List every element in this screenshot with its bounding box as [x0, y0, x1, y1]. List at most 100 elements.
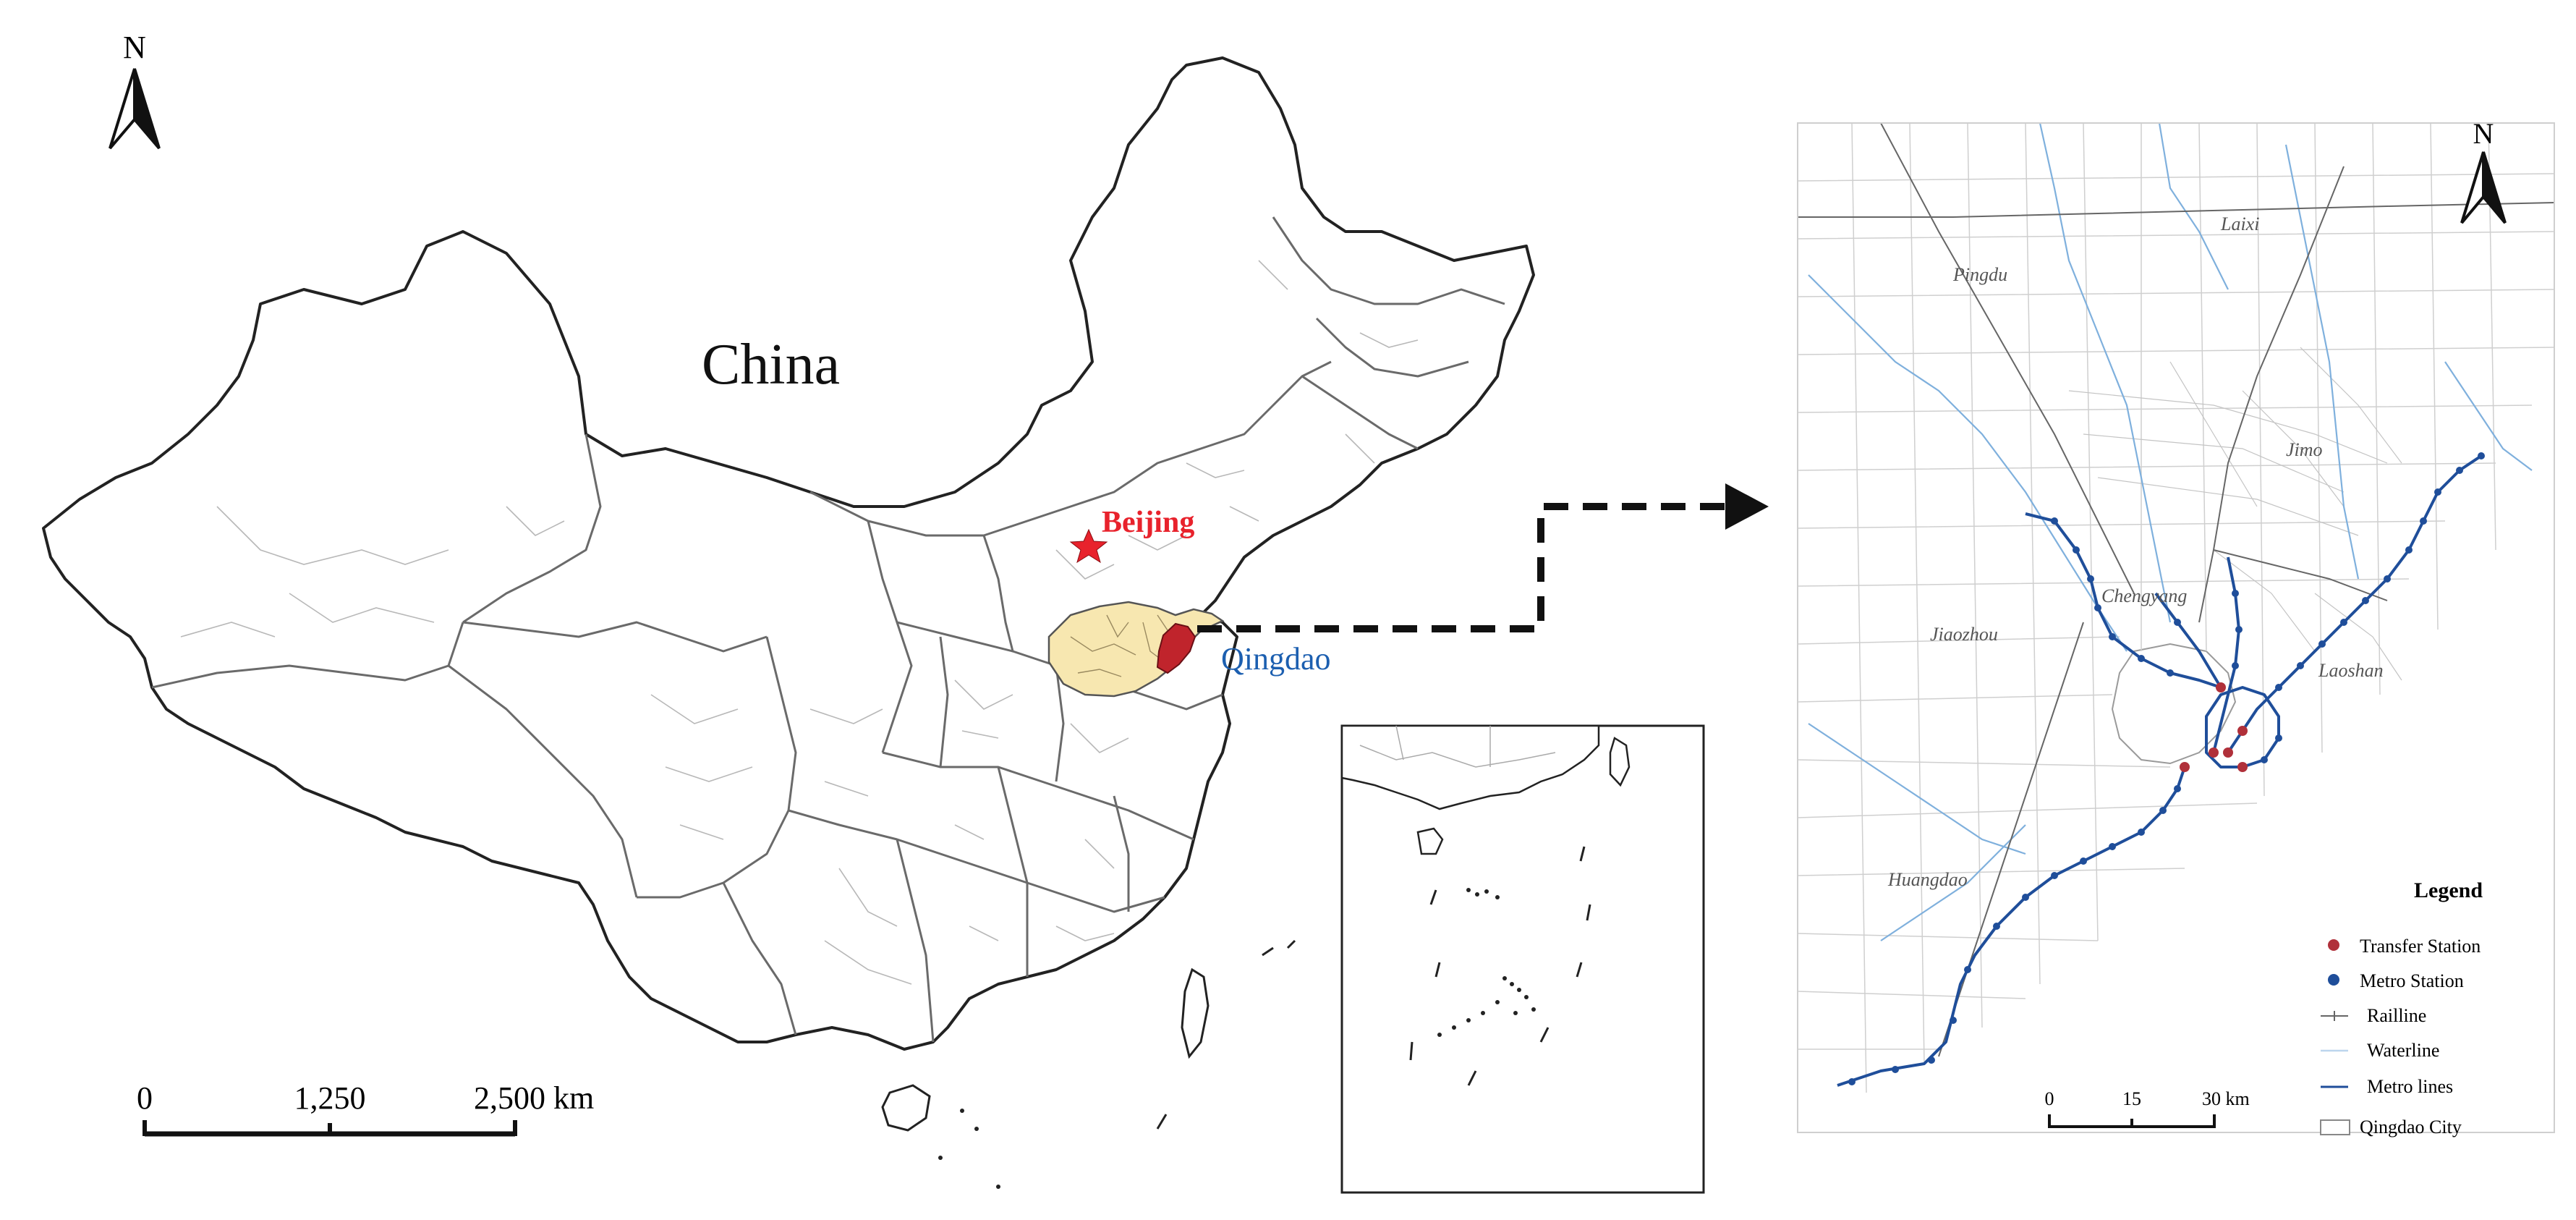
north-label-left: N: [123, 30, 146, 65]
inset-island: [1510, 982, 1514, 986]
qingdao-city-region: [1798, 123, 2554, 1100]
metro-station: [2174, 785, 2181, 792]
legend-waterline-label: Waterline: [2367, 1040, 2439, 1061]
island-dot: [974, 1127, 979, 1131]
metro-station: [2167, 669, 2174, 677]
inset-island: [1481, 1011, 1485, 1015]
dash-segment: [1539, 1027, 1550, 1043]
metro-stations: [1848, 452, 2485, 1085]
inset-island: [1524, 995, 1529, 999]
beijing-label: Beijing: [1102, 506, 1194, 539]
coast-fragment: [1156, 1114, 1168, 1130]
country-label: China: [702, 333, 840, 397]
metro-station: [2318, 640, 2326, 648]
metro-station: [2094, 604, 2101, 611]
legend-item-qingdao-city: Qingdao City: [2320, 1117, 2462, 1138]
china-overview-map: N: [42, 30, 1769, 1194]
border-zhejiang: [1113, 795, 1130, 912]
inset-island: [1517, 988, 1521, 992]
inset-islands: [1437, 888, 1536, 1037]
north-arrow-left: N: [109, 30, 161, 150]
scale-right-tick-label-2: 30 km: [2202, 1088, 2250, 1109]
road-network: [1798, 123, 2554, 1093]
dash-segment: [1409, 1041, 1414, 1061]
beijing-star: [1069, 528, 1108, 564]
county-borders: [180, 260, 1419, 985]
province-borders: [151, 216, 1505, 1043]
taiwan-island: [1181, 967, 1210, 1059]
metro-station: [2275, 734, 2282, 742]
border-yunnan: [722, 882, 797, 1035]
metro-station: [2232, 590, 2239, 597]
place-label-chengyang: Chengyang: [2101, 585, 2187, 606]
metro-station: [2073, 546, 2080, 554]
metro-station: [2138, 655, 2145, 662]
border-hunan-jiangxi: [997, 766, 1029, 977]
road-grid-b: [1851, 123, 2496, 1093]
metro-station: [1993, 923, 2000, 930]
border-shaanxi: [867, 520, 913, 753]
railline-4: [1938, 622, 2084, 1057]
metro-station: [1928, 1056, 1935, 1064]
metro-station: [2340, 619, 2347, 626]
legend-item-railline: Railline: [2321, 1005, 2426, 1026]
river-3: [2284, 144, 2360, 580]
legend-qingdao-city-label: Qingdao City: [2360, 1117, 2462, 1138]
coast-fragment: [1286, 939, 1296, 949]
dash-segment: [1579, 846, 1586, 862]
coast-fragments-left: [1156, 939, 1296, 1130]
metro-station: [2384, 575, 2391, 583]
road-urban-dense: [2068, 347, 2402, 681]
metro-station: [2051, 517, 2058, 525]
scale-bar-left: 0 1,250 2,500 km: [137, 1080, 594, 1137]
place-label-huangdao: Huangdao: [1887, 869, 1968, 890]
legend-qingdao-city-symbol: [2320, 1119, 2350, 1135]
metro-station: [2434, 488, 2441, 496]
border-shanxi-hebei: [982, 535, 1014, 652]
qingdao-map-content: Laixi Pingdu Jimo Chengyang Jiaozhou Lao…: [1798, 123, 2554, 1100]
legend-transfer-label: Transfer Station: [2360, 936, 2481, 957]
legend-railline-label: Railline: [2367, 1005, 2426, 1026]
inset-island: [1484, 889, 1489, 894]
inset-island: [1502, 976, 1507, 980]
metro-station: [2159, 807, 2167, 814]
border-south: [788, 809, 1165, 913]
transfer-station: [2209, 747, 2219, 758]
dash-segment: [1434, 962, 1441, 978]
island-dot: [938, 1156, 943, 1160]
waterlines: [1808, 123, 2533, 941]
metro-line-extra: [2154, 592, 2222, 689]
border-henan: [939, 636, 949, 768]
dash-segment: [1576, 962, 1583, 978]
inset-taiwan: [1609, 737, 1631, 787]
legend-item-metro-lines: Metro lines: [2321, 1076, 2453, 1097]
legend-title: Legend: [2414, 878, 2483, 902]
small-islands-left: [938, 1109, 1000, 1189]
scale-left-tick-label-2: 2,500 km: [474, 1080, 594, 1116]
transfer-station: [2223, 747, 2233, 758]
qingdao-label: Qingdao: [1221, 641, 1331, 677]
inset-island: [1495, 1000, 1500, 1004]
legend-item-transfer: Transfer Station: [2328, 936, 2481, 957]
metro-station: [2080, 857, 2087, 865]
place-labels: Laixi Pingdu Jimo Chengyang Jiaozhou Lao…: [1887, 213, 2384, 890]
border-jilin: [1315, 317, 1469, 378]
metro-station: [2235, 626, 2243, 633]
dash-segment: [1429, 889, 1437, 905]
connector-dashed-line: [1197, 503, 1725, 632]
legend-item-waterline: Waterline: [2321, 1040, 2439, 1061]
north-arrow-left-half: [109, 68, 136, 150]
place-label-jiaozhou: Jiaozhou: [1930, 624, 1998, 645]
railline-3: [1880, 123, 2135, 594]
metro-station: [1964, 966, 1971, 973]
metro-line-west: [1837, 766, 2186, 1087]
metro-station: [2174, 619, 2181, 626]
north-arrow-right-black-half: [2482, 151, 2507, 224]
border-qinghai: [462, 621, 768, 653]
metro-station: [2297, 662, 2304, 669]
shandong-county-lines: [1070, 614, 1173, 677]
county-lines-1: [180, 506, 565, 637]
county-lines-3: [954, 679, 1129, 941]
place-label-laixi: Laixi: [2220, 213, 2259, 234]
